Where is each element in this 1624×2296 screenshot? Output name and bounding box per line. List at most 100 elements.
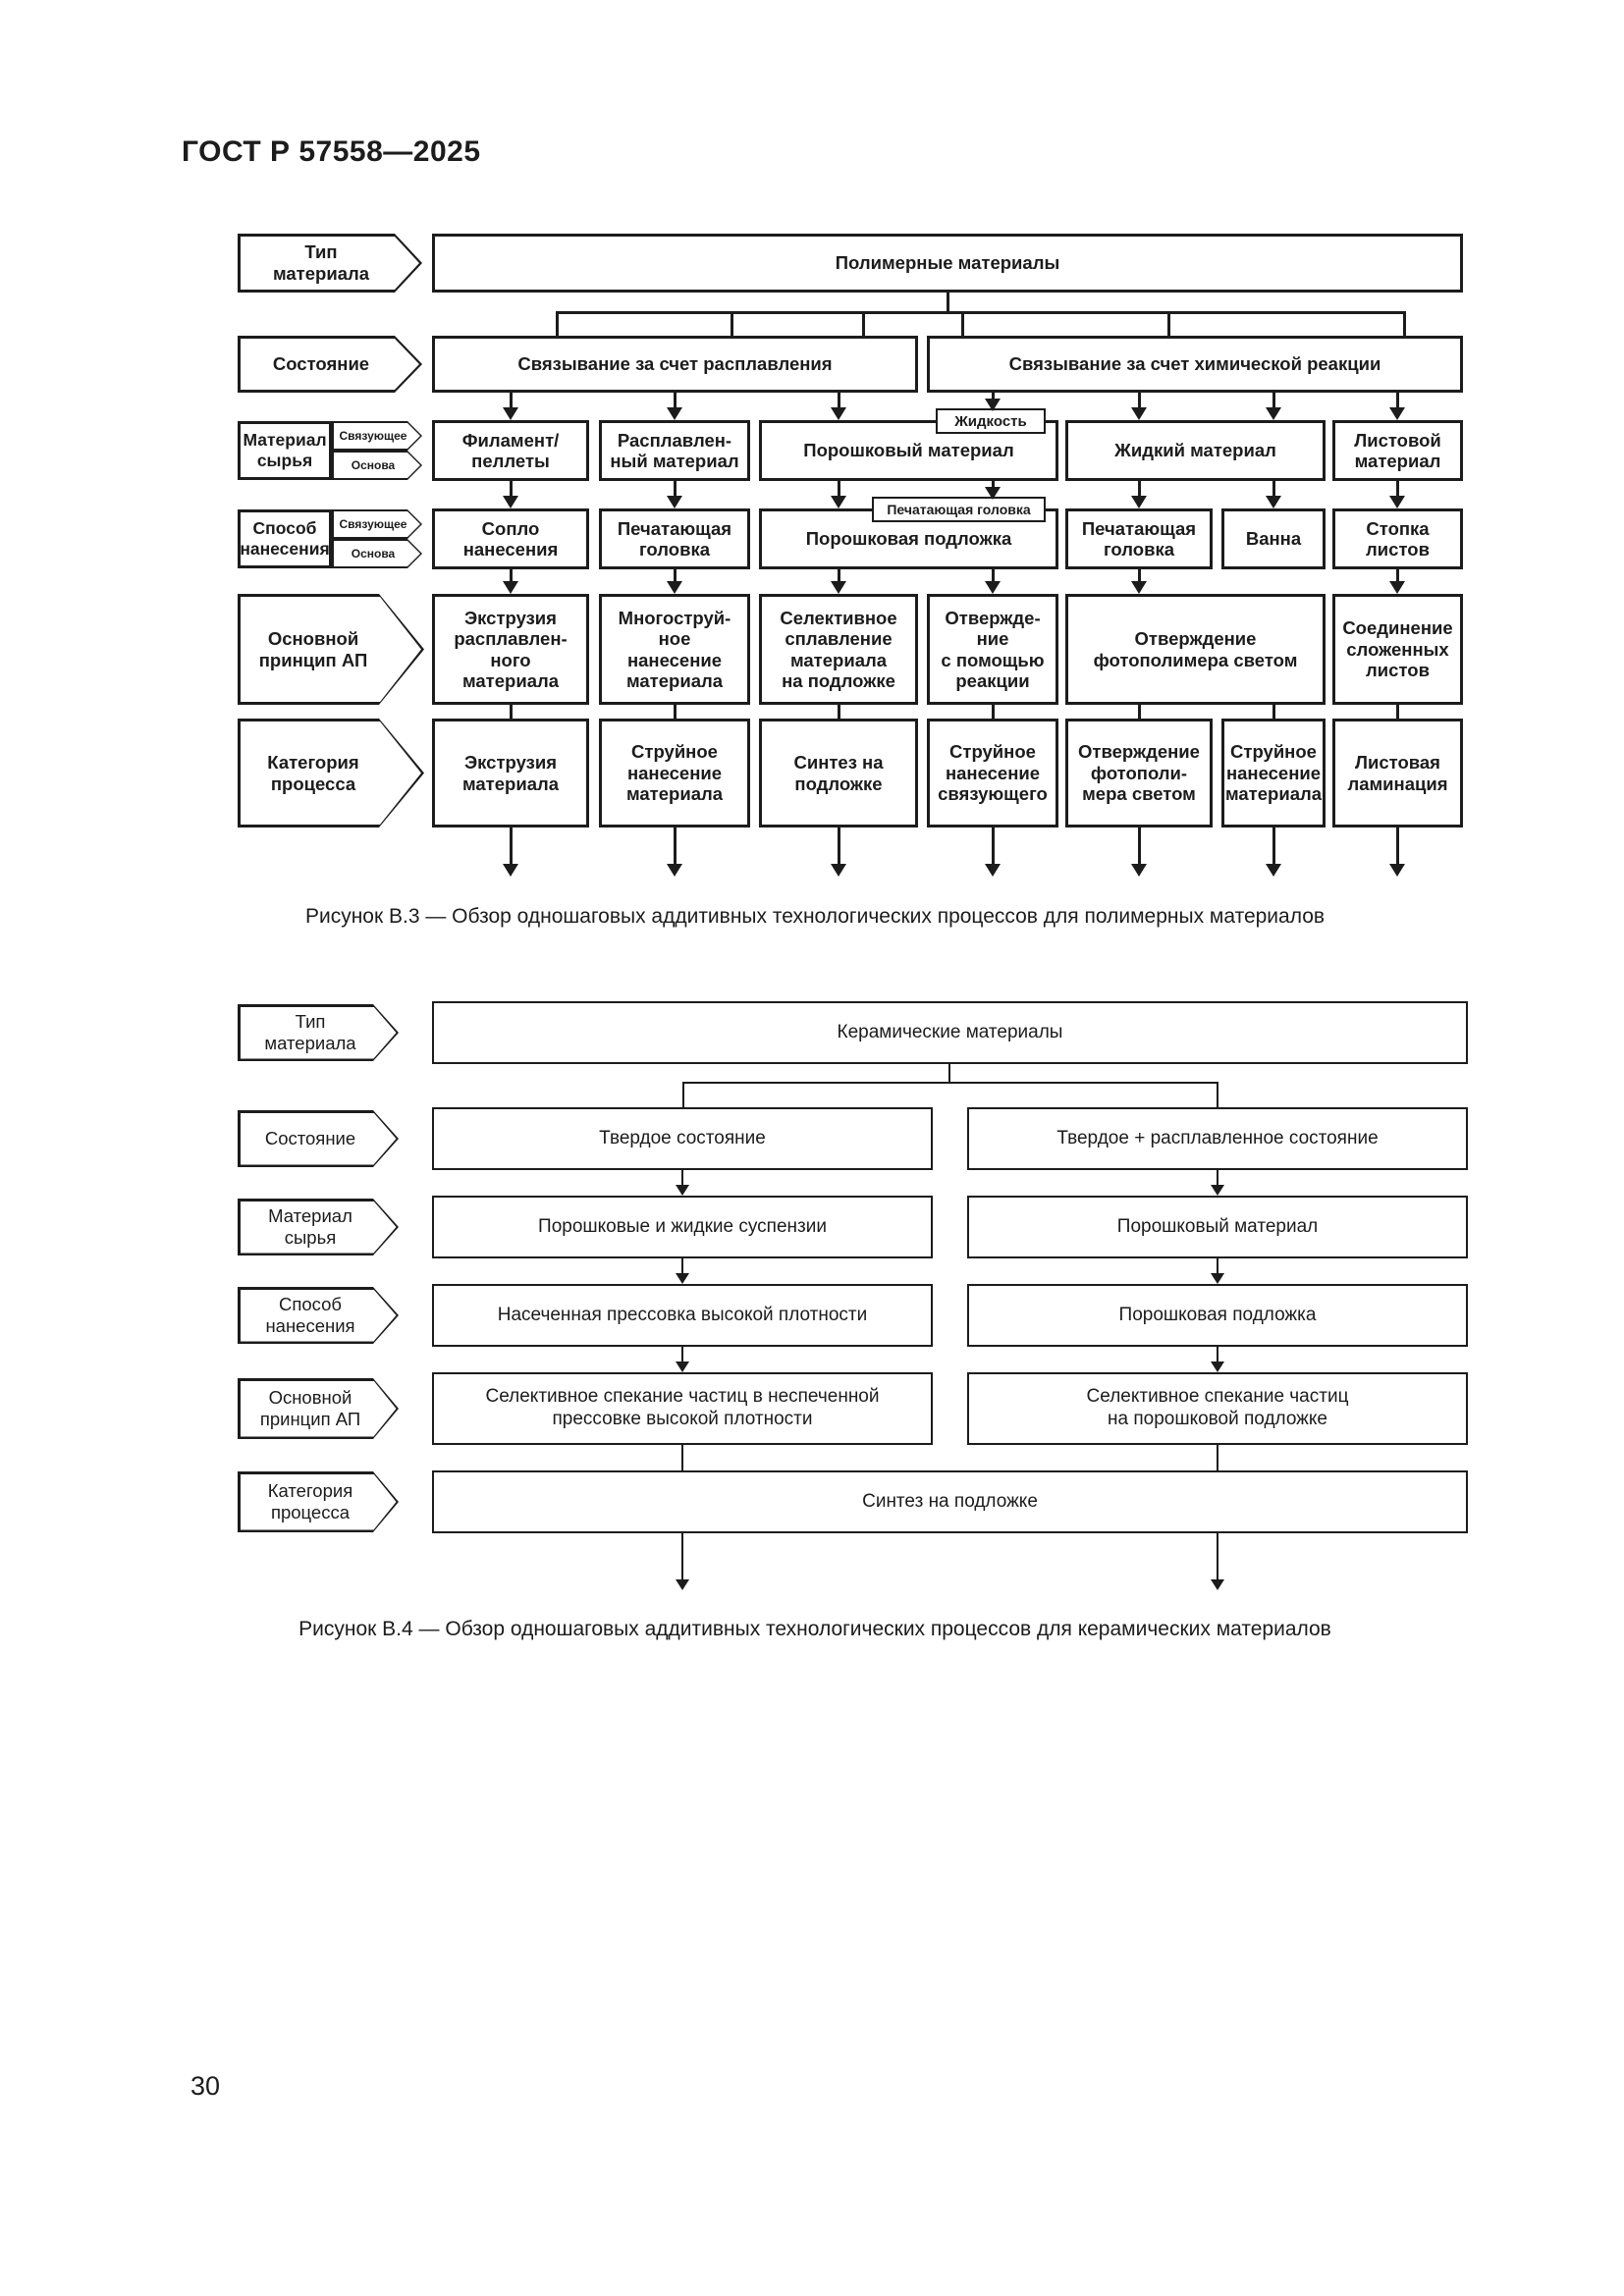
flow-arrow xyxy=(667,828,682,877)
flow-arrow xyxy=(667,569,682,594)
flow-arrow xyxy=(985,569,1001,594)
connector-line xyxy=(509,705,513,719)
flow-arrow xyxy=(831,569,846,594)
connector-line xyxy=(948,1064,950,1084)
doc-header: ГОСТ Р 57558—2025 xyxy=(182,135,481,168)
box-material-extrusion: Экструзия материала xyxy=(432,719,589,828)
box-solid-molten-state: Твердое + расплавленное состояние xyxy=(967,1107,1468,1170)
flow-arrow xyxy=(1211,1170,1224,1196)
box-material-jetting-2: Струйное нанесение материала xyxy=(1221,719,1326,828)
box-powder-material: Порошковый материал xyxy=(967,1196,1468,1258)
label-distribution: Способ нанесения xyxy=(238,509,332,568)
flow-arrow xyxy=(1131,828,1147,877)
connector-line xyxy=(837,705,840,719)
flow-arrow xyxy=(503,569,518,594)
flow-arrow xyxy=(676,1170,689,1196)
box-molten-material: Расплавлен- ный материал xyxy=(599,420,750,481)
connector-line xyxy=(1166,311,1170,336)
connector-line xyxy=(556,311,1406,314)
connector-line xyxy=(1272,705,1275,719)
box-vat-photopolymerization: Отверждение фотополи- мера светом xyxy=(1065,719,1213,828)
flow-arrow xyxy=(667,481,682,508)
flow-arrow xyxy=(1389,569,1405,594)
connector-line xyxy=(861,311,865,336)
box-sheet-lamination: Листовая ламинация xyxy=(1332,719,1463,828)
box-print-head-1: Печатающая головка xyxy=(599,508,750,569)
box-multijet-deposition: Многоструй- ное нанесение материала xyxy=(599,594,750,705)
flow-arrow xyxy=(503,828,518,877)
label-material-type: Тип материала xyxy=(238,1004,399,1061)
box-fusion-bonding: Связывание за счет расплавления xyxy=(432,336,918,393)
flow-arrow xyxy=(985,393,1001,411)
box-filament-pellets: Филамент/ пеллеты xyxy=(432,420,589,481)
box-sheet-joining: Соединение сложенных листов xyxy=(1332,594,1463,705)
box-sheet-material: Листовой материал xyxy=(1332,420,1463,481)
flow-arrow xyxy=(1389,828,1405,877)
connector-line xyxy=(730,311,733,336)
flow-arrow xyxy=(985,828,1001,877)
tag-print-head: Печатающая головка xyxy=(872,497,1046,522)
figure-b3-caption: Рисунок В.3 — Обзор одношаговых аддитивн… xyxy=(304,905,1326,928)
connector-line xyxy=(1395,705,1399,719)
box-green-compact: Насеченная прессовка высокой плотности xyxy=(432,1284,933,1347)
connector-line xyxy=(673,705,677,719)
flow-arrow xyxy=(676,1347,689,1372)
flow-arrow xyxy=(503,481,518,508)
box-powder-liquid-suspensions: Порошковые и жидкие суспензии xyxy=(432,1196,933,1258)
box-molten-extrusion: Экструзия расплавлен- ного материала xyxy=(432,594,589,705)
connector-line xyxy=(1137,705,1141,719)
label-feedstock: Материал сырья xyxy=(238,1199,399,1255)
flow-arrow xyxy=(831,828,846,877)
box-vat: Ванна xyxy=(1221,508,1326,569)
flow-arrow xyxy=(1131,481,1147,508)
page-number: 30 xyxy=(190,2071,221,2101)
box-reaction-curing: Отвержде- ние с помощью реакции xyxy=(927,594,1058,705)
label-base: Основа xyxy=(332,451,422,480)
connector-line xyxy=(1217,1445,1218,1470)
label-state: Состояние xyxy=(238,336,422,393)
box-sheet-stack: Стопка листов xyxy=(1332,508,1463,569)
flow-arrow xyxy=(1266,828,1281,877)
box-liquid-material: Жидкий материал xyxy=(1065,420,1326,481)
flow-arrow xyxy=(831,481,846,508)
box-polymer-materials: Полимерные материалы xyxy=(432,234,1463,293)
label-base: Основа xyxy=(332,539,422,568)
figure-b4-caption: Рисунок В.4 — Обзор одношаговых аддитивн… xyxy=(298,1618,1331,1640)
box-material-jetting-1: Струйное нанесение материала xyxy=(599,719,750,828)
label-am-principle: Основной принцип АП xyxy=(238,1378,399,1439)
label-material-type: Тип материала xyxy=(238,234,422,293)
label-process-category: Категория процесса xyxy=(238,1471,399,1532)
flow-arrow xyxy=(1389,393,1405,420)
flow-arrow xyxy=(831,393,846,420)
box-photopolymer-curing: Отверждение фотополимера светом xyxy=(1065,594,1326,705)
label-state: Состояние xyxy=(238,1110,399,1167)
box-powder-bed-fusion: Синтез на подложке xyxy=(432,1470,1468,1533)
flow-arrow xyxy=(1211,1533,1224,1590)
box-powder-bed-fusion: Синтез на подложке xyxy=(759,719,918,828)
flow-arrow xyxy=(1389,481,1405,508)
flow-arrow xyxy=(667,393,682,420)
box-deposition-nozzle: Сопло нанесения xyxy=(432,508,589,569)
connector-line xyxy=(681,1445,683,1470)
connector-line xyxy=(991,705,995,719)
flow-arrow xyxy=(1266,393,1281,420)
label-am-principle: Основной принцип АП xyxy=(238,594,424,705)
label-binder: Связующее xyxy=(332,509,422,539)
flow-arrow xyxy=(1211,1258,1224,1284)
connector-line xyxy=(946,293,949,313)
box-chemical-bonding: Связывание за счет химической реакции xyxy=(927,336,1463,393)
box-selective-sintering-bed: Селективное спекание частиц на порошково… xyxy=(967,1372,1468,1445)
figure-b3-diagram: Тип материала Состояние Материал сырья С… xyxy=(236,234,1483,881)
flow-arrow xyxy=(1131,569,1147,594)
connector-line xyxy=(960,311,964,336)
flow-arrow xyxy=(676,1258,689,1284)
flow-arrow xyxy=(676,1533,689,1590)
label-distribution: Способ нанесения xyxy=(238,1287,399,1344)
box-selective-fusion: Селективное сплавление материала на подл… xyxy=(759,594,918,705)
connector-line xyxy=(682,1082,1218,1084)
connector-line xyxy=(555,311,559,336)
box-powder-bed: Порошковая подложка xyxy=(967,1284,1468,1347)
flow-arrow xyxy=(1211,1347,1224,1372)
box-binder-jetting: Струйное нанесение связующего xyxy=(927,719,1058,828)
